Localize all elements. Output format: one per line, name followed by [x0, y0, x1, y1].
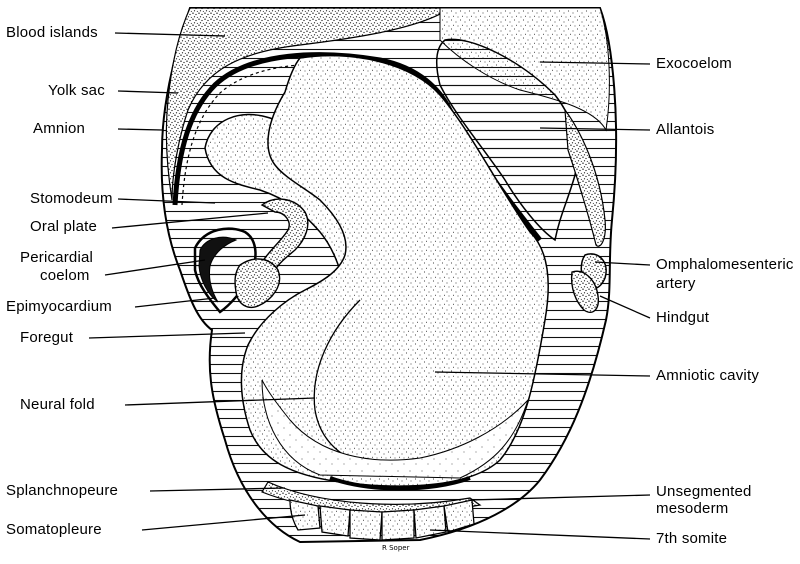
somite — [443, 499, 475, 533]
epimyocardium-wall — [198, 236, 238, 303]
label-allantois: Allantois — [656, 121, 715, 138]
amniotic-floor — [329, 476, 471, 491]
label-splanchnopleure: Splanchnopeure — [6, 482, 119, 499]
label-hindgut: Hindgut — [656, 309, 710, 326]
label-7th-somite: 7th somite — [656, 530, 728, 547]
somite — [413, 505, 447, 539]
label-artery: artery — [656, 275, 696, 292]
allantois-wall — [564, 107, 606, 247]
label-exocoelom: Exocoelom — [656, 55, 733, 72]
yolk-sac-region — [165, 7, 452, 201]
leader-lines-left — [88, 32, 316, 531]
label-coelom: coelom — [40, 267, 90, 284]
allantois-cavity — [435, 38, 578, 242]
amniotic-cavity-lower — [261, 379, 529, 479]
label-foregut: Foregut — [20, 329, 74, 346]
label-somatopleure: Somatopleure — [6, 521, 102, 538]
label-epimyocardium: Epimyocardium — [6, 298, 112, 315]
label-neural-fold: Neural fold — [20, 396, 95, 413]
label-blood-islands: Blood islands — [6, 24, 98, 41]
label-stomodeum: Stomodeum — [30, 190, 113, 207]
artist-signature: R Soper — [382, 544, 410, 552]
label-pericardial: Pericardial — [20, 249, 94, 266]
embryo-body — [240, 54, 549, 487]
label-unsegmented: Unsegmented — [656, 483, 752, 500]
label-mesoderm: mesoderm — [656, 500, 729, 517]
somite — [319, 505, 351, 537]
somite — [381, 509, 415, 541]
label-omphalomesenteric: Omphalomesenteric — [656, 256, 794, 273]
label-yolk-sac: Yolk sac — [48, 82, 105, 99]
somite — [349, 509, 383, 541]
somite-row — [289, 499, 475, 541]
leader-lines-right — [429, 61, 651, 540]
hindgut — [570, 270, 599, 314]
label-amniotic-cavity: Amniotic cavity — [656, 367, 760, 384]
label-oral-plate: Oral plate — [30, 218, 98, 235]
label-amnion: Amnion — [33, 120, 86, 137]
oral-plate — [260, 198, 309, 271]
foregut — [234, 258, 281, 309]
